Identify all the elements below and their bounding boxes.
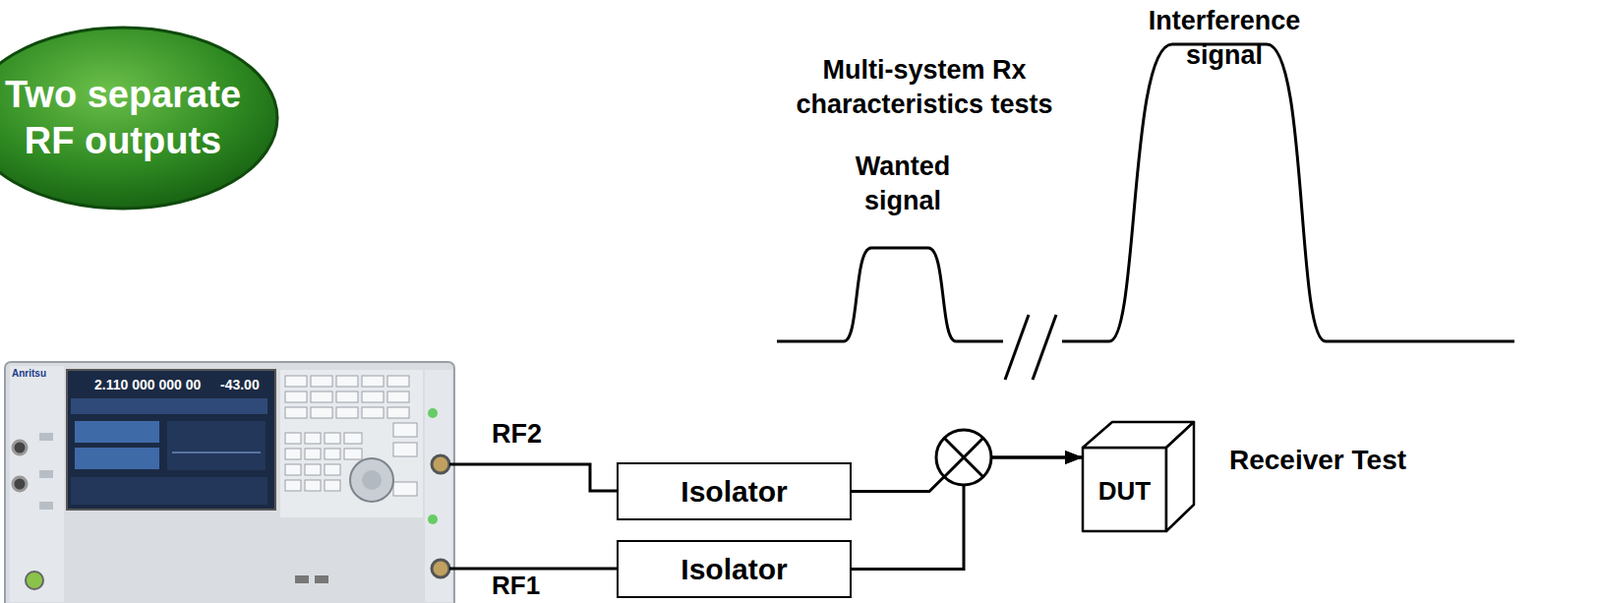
isolator-box: Isolator bbox=[616, 539, 852, 598]
brand-logo: Anritsu bbox=[11, 367, 47, 379]
ellipse-shape bbox=[0, 24, 281, 212]
combiner-symbol bbox=[936, 429, 992, 485]
signal-label: Interference signal bbox=[1111, 3, 1338, 73]
port-label: RF1 bbox=[491, 572, 540, 599]
isolator-box: Isolator bbox=[616, 462, 852, 521]
dut-caption: Receiver Test bbox=[1229, 442, 1407, 478]
signal-generator bbox=[4, 361, 455, 603]
callout-ellipse: Two separate RF outputs bbox=[0, 24, 281, 212]
signal-label: Wanted signal bbox=[829, 149, 977, 219]
level-readout: -43.00 bbox=[220, 377, 260, 393]
frequency-readout: 2.110 000 000 00 bbox=[94, 377, 201, 393]
interference-spectrum bbox=[1062, 44, 1515, 342]
callout-text: Two separate RF outputs bbox=[0, 71, 252, 166]
break-mark bbox=[1032, 314, 1057, 380]
title-label: Multi-system Rx characteristics tests bbox=[757, 53, 1092, 122]
port-label: RF2 bbox=[491, 416, 542, 452]
dut-label: DUT bbox=[1082, 475, 1167, 507]
rf1-cable bbox=[449, 567, 617, 571]
wanted-spectrum bbox=[776, 247, 1004, 342]
rf2-cable bbox=[449, 464, 617, 491]
box-label: Isolator bbox=[680, 474, 787, 509]
dut-cube: DUT bbox=[1081, 420, 1195, 533]
break-mark bbox=[1005, 314, 1029, 380]
box-label: Isolator bbox=[680, 552, 787, 587]
